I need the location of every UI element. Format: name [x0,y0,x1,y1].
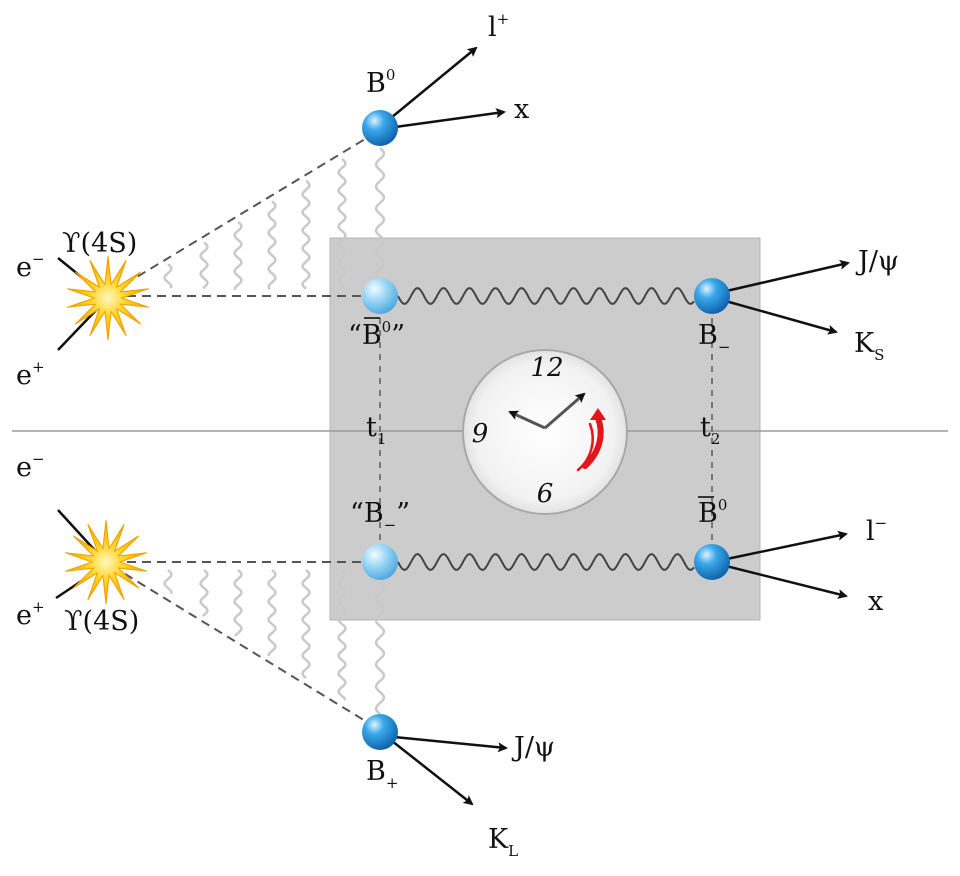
arrow-to-x-top [387,108,506,130]
arrow-to-lepton-plus [385,46,478,123]
sphere-icon [362,544,398,580]
arrow-to-jpsi-bottom [393,735,508,753]
lepton-minus-label: l− [866,514,887,547]
faint-wave-bottom-cone-6 [337,569,347,701]
faint-wave-top-cone-4 [267,200,277,290]
arrow-to-x-bottom [721,563,848,599]
upsilon-label-bottom: ϒ(4S) [64,606,139,637]
sphere-icon [362,714,398,750]
oscillation-wave-top [397,286,695,306]
faint-wave-bottom-cone-4 [267,569,277,657]
clock-icon: 12 9 6 [462,349,628,515]
dashed-line-top-cone [111,129,381,293]
sphere-icon [694,278,730,314]
klong-label: KL [488,824,518,860]
faint-wave-top-cone-6 [337,158,347,290]
sphere-icon [694,544,730,580]
faint-wave-top-cone-2 [199,241,209,290]
t1-label: t1 [366,412,386,448]
arrow-to-klong [391,740,474,806]
faint-wave-top-cone-3 [233,220,243,291]
clock-numeral-6: 6 [537,479,554,509]
positron-label-top: e+ [16,358,45,391]
clock-numeral-12: 12 [530,353,563,383]
b-minus-tag-label: “B−” [350,498,410,534]
faint-wave-bottom-cone-2 [199,569,209,617]
dashed-lines [111,129,381,731]
faint-wave-top-cone-5 [301,179,311,290]
b-plus-label: B+ [366,756,398,792]
lepton-plus-label: l+ [488,10,509,43]
faint-wave-bottom-cone-3 [233,569,243,637]
entanglement-waves [163,147,386,715]
faint-wave-bottom-cone-1 [163,569,173,595]
dashed-line-bottom-cone [111,565,381,731]
arrow-to-lepton-minus [721,530,848,562]
oscillation-wave-bottom [397,552,695,572]
sphere-icon [362,110,398,146]
faint-wave-top-link [374,147,386,279]
positron-label-bottom: e+ [16,598,45,631]
starburst-icon [64,519,148,605]
faint-wave-bottom-cone-5 [301,569,311,679]
kshort-label: KS [854,328,884,364]
b-minus-label-top: B− [698,320,730,356]
faint-wave-top-cone-1 [163,263,173,289]
upsilon-label-top: ϒ(4S) [62,228,137,259]
svg-text:“B0”: “B0” [348,318,405,351]
x-label-top: x [514,94,529,125]
faint-wave-bottom-link [374,581,386,715]
jpsi-label-bottom: J/ψ [511,732,555,763]
b0bar-label-bottom: B0 [698,496,727,529]
x-label-bottom: x [868,586,883,617]
electron-label-bottom: e− [16,450,45,483]
svg-text:B0: B0 [698,496,727,529]
arrow-to-jpsi-top [721,259,850,294]
clock-numeral-9: 9 [472,419,489,449]
electron-label-top: e− [16,250,45,283]
starburst-icon [66,255,150,341]
t2-label: t2 [700,412,720,448]
arrow-to-kshort [721,298,838,335]
sphere-icon [362,278,398,314]
jpsi-label-top: J/ψ [855,246,899,277]
b0bar-tag-label: “B0” [348,317,405,351]
b0-label-top: B0 [366,66,395,99]
